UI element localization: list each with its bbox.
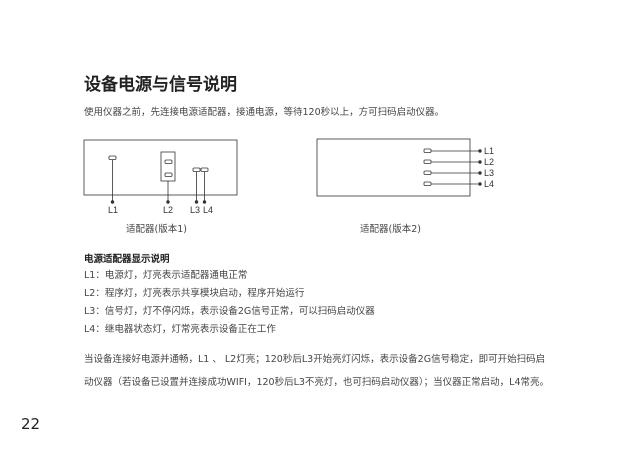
v1-caption: 适配器(版本1)	[126, 224, 187, 235]
led-l2b	[164, 172, 173, 177]
v2-label-l3: L3	[484, 168, 495, 178]
led-l1	[108, 155, 117, 160]
v1-label-l1: L1	[108, 205, 119, 215]
indicator-item: L2：程序灯，灯亮表示共享模块启动，程序开始运行	[84, 288, 305, 299]
v2-label-l2: L2	[484, 157, 495, 167]
v1-label-l2: L2	[163, 205, 174, 215]
startup-description: 当设备连接好电源并通畅，L1 、 L2灯亮；120秒后L3开始亮灯闪烁，表示设备…	[84, 354, 550, 388]
adapter-v2-diagram	[316, 138, 482, 197]
page-title: 设备电源与信号说明	[84, 75, 237, 95]
adapter-v2-body	[316, 138, 471, 197]
led-l3	[192, 167, 201, 172]
adapter-v1-diagram	[83, 139, 238, 204]
led-l4	[200, 167, 209, 172]
v2-label-l1: L1	[484, 146, 495, 156]
indicator-item: L1：电源灯，灯亮表示适配器通电正常	[84, 270, 248, 281]
v2-label-l4: L4	[484, 179, 495, 189]
indicator-item: L4：继电器状态灯，灯常亮表示设备正在工作	[84, 324, 276, 335]
led-l2a	[164, 159, 173, 164]
page-number: 22	[21, 415, 41, 433]
v1-label-l4: L4	[203, 205, 214, 215]
section-heading: 电源适配器显示说明	[84, 254, 170, 265]
intro-text: 使用仪器之前，先连接电源适配器，接通电源，等待120秒以上，方可扫码启动仪器。	[84, 107, 445, 118]
v1-label-l3: L3	[190, 205, 201, 215]
v2-caption: 适配器(版本2)	[360, 224, 421, 235]
adapter-v1-body	[83, 139, 238, 196]
indicator-item: L3：信号灯，灯不停闪烁，表示设备2G信号正常，可以扫码启动仪器	[84, 306, 375, 317]
